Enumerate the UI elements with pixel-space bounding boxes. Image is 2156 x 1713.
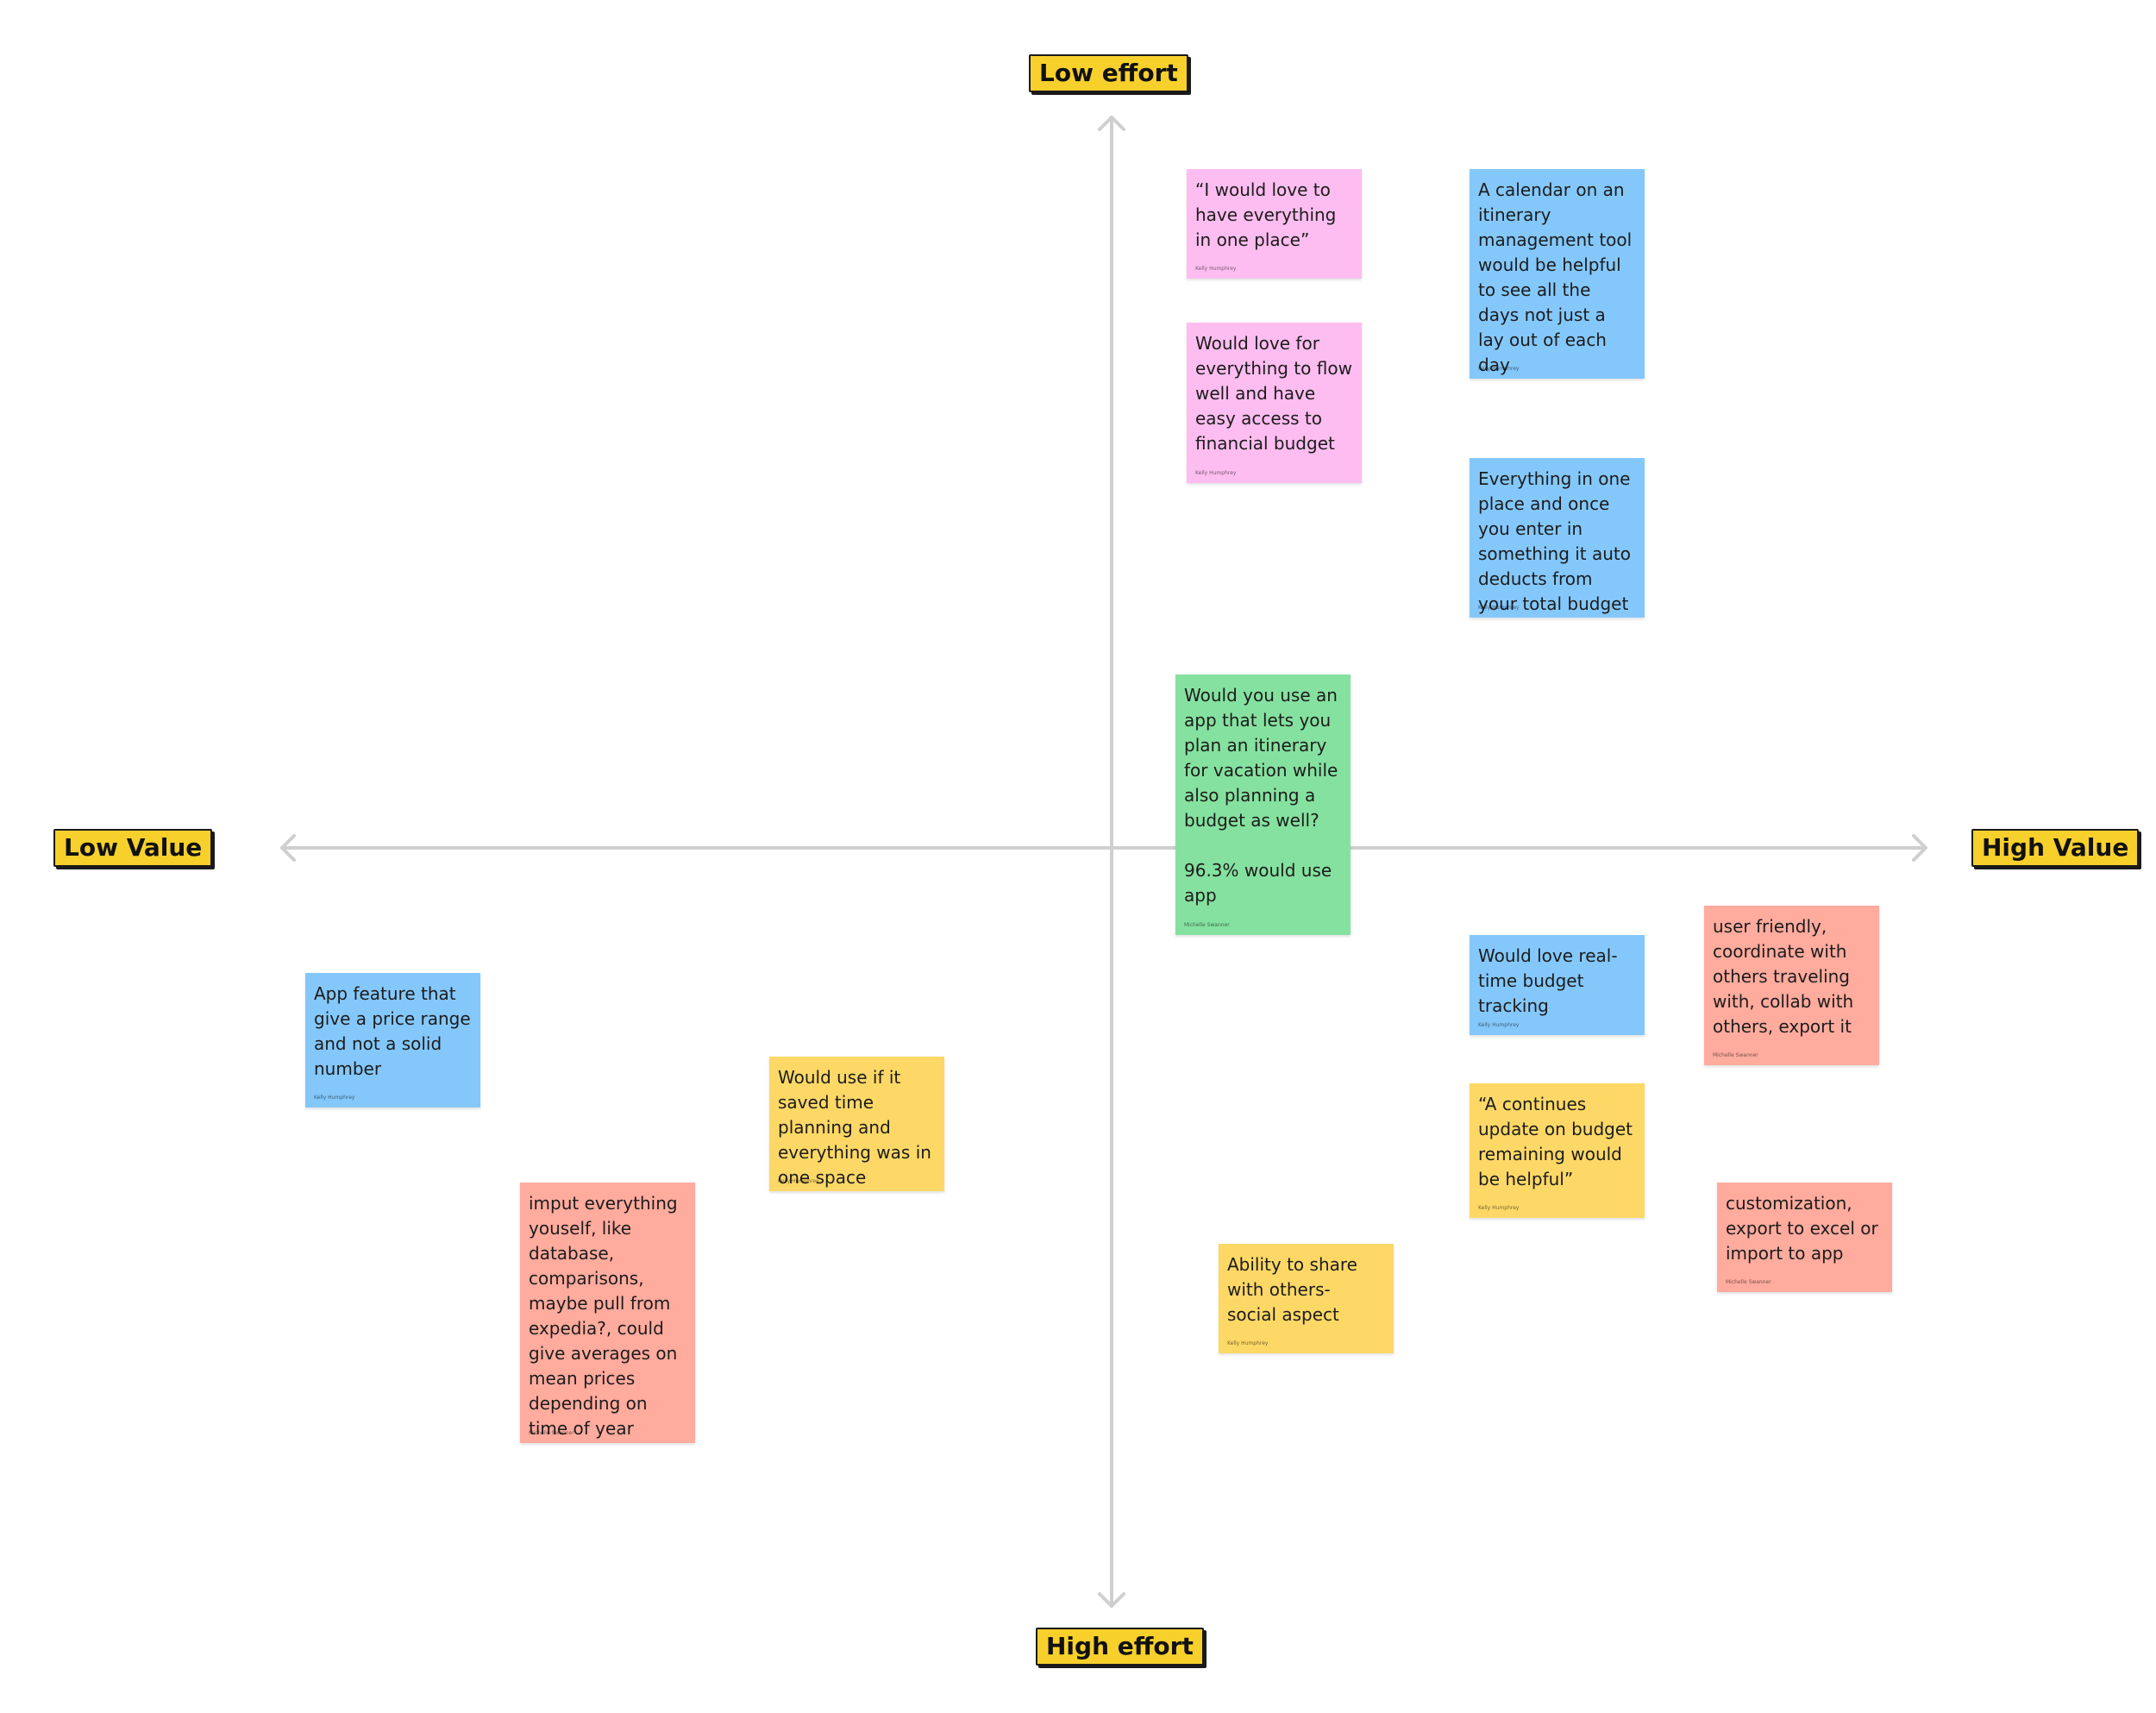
sticky-note[interactable]: Ability to share with others- social asp… — [1219, 1244, 1394, 1353]
sticky-note[interactable]: user friendly, coordinate with others tr… — [1704, 906, 1879, 1065]
sticky-note-author: Kelly Humphrey — [1227, 1340, 1269, 1346]
sticky-note-author: Kelly Humphrey — [314, 1095, 355, 1101]
sticky-note-text: Would use if it saved time planning and … — [778, 1067, 931, 1188]
sticky-note-author: Kelly Humphrey — [1195, 470, 1237, 476]
sticky-note[interactable]: customization, export to excel or import… — [1717, 1183, 1892, 1292]
sticky-note-author: Michelle Swanner — [529, 1430, 574, 1436]
sticky-note-text: “A continues update on budget remaining … — [1478, 1094, 1633, 1189]
sticky-note[interactable]: Would use if it saved time planning and … — [769, 1057, 944, 1191]
sticky-note-author: Kelly Humphrey — [1195, 266, 1237, 272]
sticky-note-text: Would you use an app that lets you plan … — [1184, 685, 1338, 906]
sticky-note-text: user friendly, coordinate with others tr… — [1713, 916, 1854, 1037]
label-low-value[interactable]: Low Value — [53, 829, 213, 867]
sticky-note-author: Kelly Humphrey — [1478, 366, 1520, 372]
sticky-note[interactable]: Would love real-time budget tracking Kel… — [1470, 935, 1645, 1035]
label-low-effort[interactable]: Low effort — [1029, 54, 1188, 92]
arrow-up-icon — [1098, 116, 1125, 131]
sticky-note[interactable]: App feature that give a price range and … — [305, 973, 480, 1107]
sticky-note[interactable]: “I would love to have everything in one … — [1187, 169, 1362, 279]
sticky-note-text: imput everything youself, like database,… — [529, 1193, 678, 1439]
sticky-note-author: Kelly Humphrey — [1478, 605, 1520, 611]
sticky-note[interactable]: Would you use an app that lets you plan … — [1175, 675, 1351, 935]
sticky-note-text: “I would love to have everything in one … — [1195, 179, 1337, 250]
arrow-down-icon — [1098, 1592, 1125, 1608]
sticky-note[interactable]: Everything in one place and once you ent… — [1470, 458, 1645, 618]
sticky-note-text: Ability to share with others- social asp… — [1227, 1254, 1357, 1325]
sticky-note-text: Would love for everything to flow well a… — [1195, 333, 1352, 454]
sticky-note[interactable]: A calendar on an itinerary management to… — [1470, 169, 1645, 379]
sticky-note-text: Would love real-time budget tracking — [1478, 945, 1618, 1016]
sticky-note-author: Michelle Swanner — [1713, 1052, 1758, 1058]
sticky-note-text: App feature that give a price range and … — [314, 983, 471, 1079]
sticky-note-author: Michelle Swanner — [1184, 922, 1230, 928]
arrow-right-icon — [1912, 834, 1927, 862]
sticky-note-text: Everything in one place and once you ent… — [1478, 468, 1632, 614]
sticky-note-text: customization, export to excel or import… — [1726, 1193, 1878, 1264]
sticky-note-author: Michelle Swanner — [1726, 1279, 1771, 1285]
sticky-note[interactable]: imput everything youself, like database,… — [520, 1183, 695, 1443]
label-high-value[interactable]: High Value — [1971, 829, 2140, 867]
sticky-note-author: Kelly Humphrey — [1478, 1205, 1520, 1211]
arrow-left-icon — [280, 834, 296, 862]
sticky-note-author: Kelly Humphrey — [778, 1178, 819, 1184]
label-high-effort[interactable]: High effort — [1036, 1628, 1204, 1666]
sticky-note[interactable]: “A continues update on budget remaining … — [1470, 1083, 1645, 1218]
sticky-note[interactable]: Would love for everything to flow well a… — [1187, 323, 1362, 483]
sticky-note-text: A calendar on an itinerary management to… — [1478, 179, 1633, 375]
sticky-note-author: Kelly Humphrey — [1478, 1022, 1520, 1028]
